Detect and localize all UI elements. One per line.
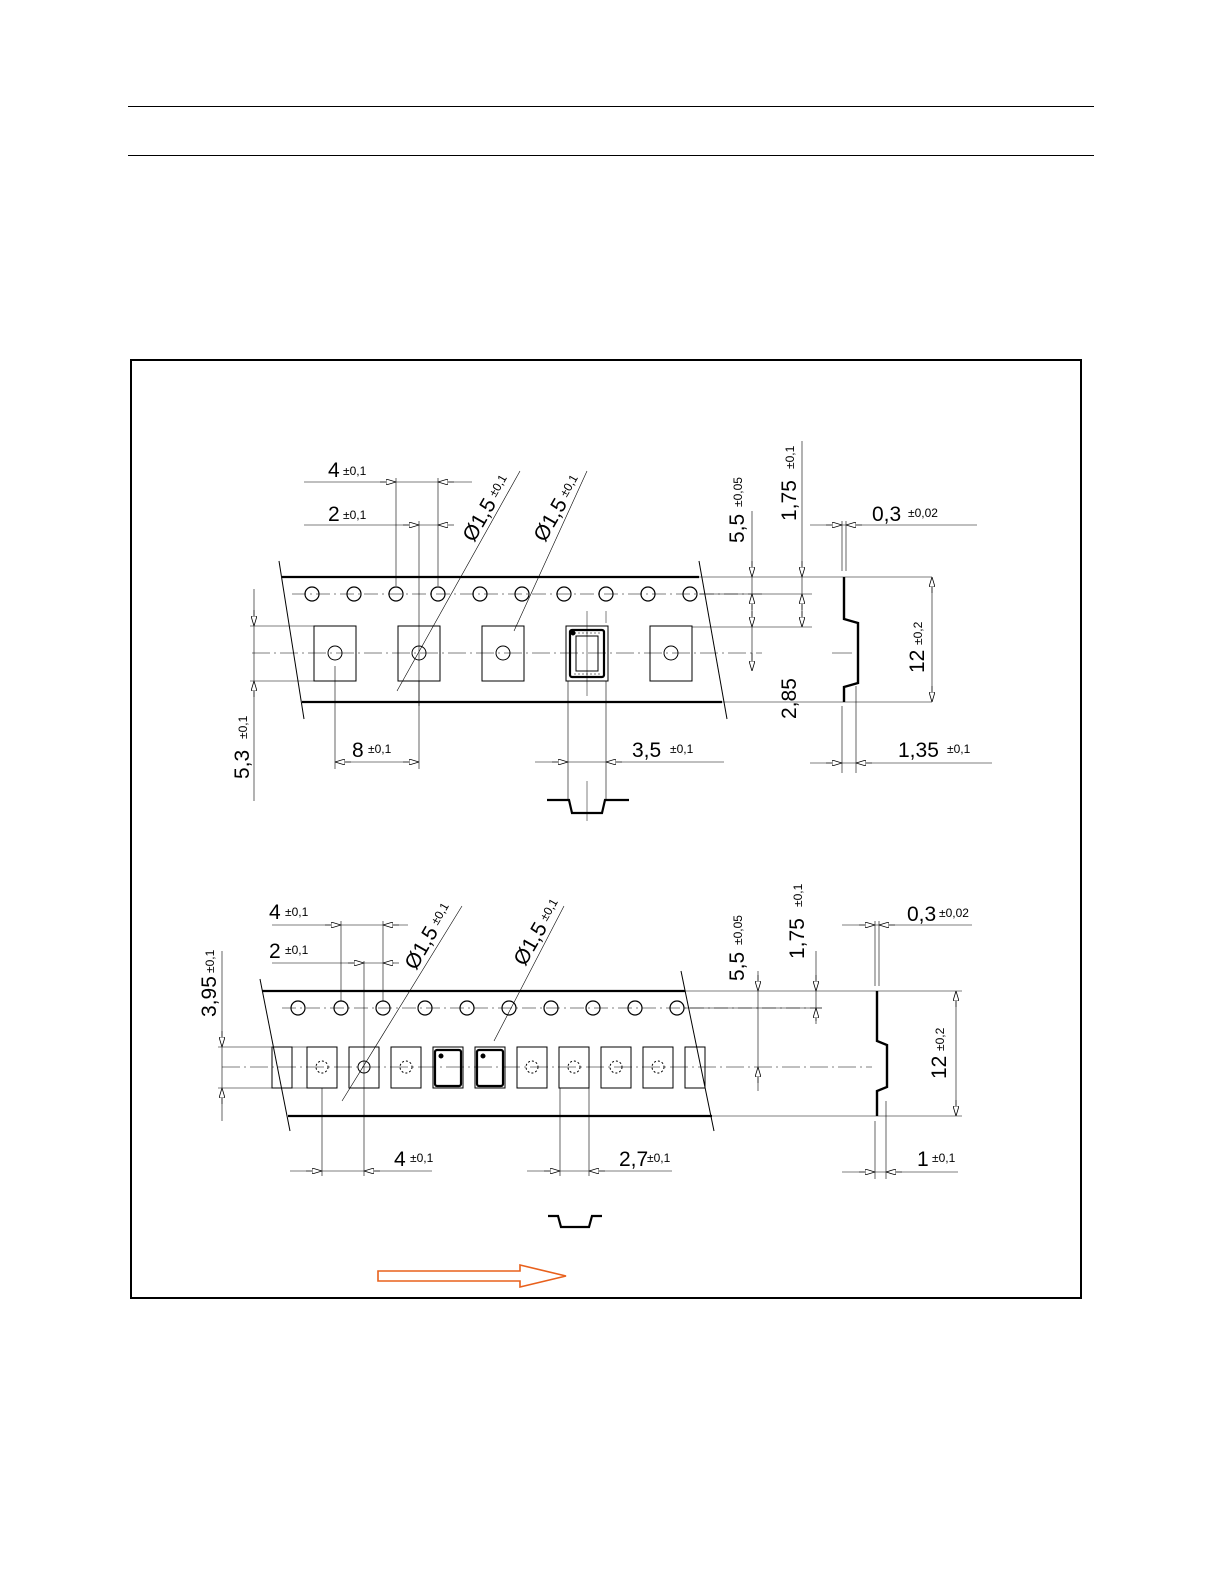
top-pocket-depth-value: 1,35 <box>898 739 939 762</box>
top-tape <box>250 441 992 821</box>
bottom-edge-hole-value: 1,75 <box>786 918 809 959</box>
top-dimension-labels: 4 ±0,1 2 ±0,1 Ø1,5 ±0,1 Ø1,5 ±0,1 5,5 ±0… <box>231 445 971 779</box>
bottom-offset-tol: ±0,1 <box>285 943 309 957</box>
bottom-pitch-value: 4 <box>269 901 281 924</box>
bottom-pocket-length-tol: ±0,1 <box>203 949 217 973</box>
top-hole-dia-2-tol: ±0,1 <box>557 472 581 499</box>
top-edge-hole-tol: ±0,1 <box>783 445 797 469</box>
top-tape-width-tol: ±0,2 <box>911 621 925 645</box>
bottom-pocket-pitch-tol: ±0,1 <box>410 1151 434 1165</box>
bottom-hole-dia-1-tol: ±0,1 <box>428 900 452 927</box>
top-thickness-tol: ±0,02 <box>908 506 938 520</box>
top-thickness-value: 0,3 <box>872 503 901 526</box>
bottom-tape <box>218 906 972 1227</box>
bottom-hole-dia-1-value: Ø1,5 <box>400 923 443 974</box>
bottom-pitch-tol: ±0,1 <box>285 905 309 919</box>
top-offset-tol: ±0,1 <box>343 508 367 522</box>
bottom-pocket-depth-tol: ±0,1 <box>932 1151 956 1165</box>
header-rule-bottom <box>128 155 1094 156</box>
bottom-pocket-length-value: 3,95 <box>198 976 221 1017</box>
bottom-hole-dia-2-value: Ø1,5 <box>509 919 552 970</box>
feed-direction-arrow-icon <box>378 1265 566 1287</box>
tape-drawing-frame: 4 ±0,1 2 ±0,1 Ø1,5 ±0,1 Ø1,5 ±0,1 5,5 ±0… <box>130 359 1082 1299</box>
top-row-distance-value: 5,5 <box>726 514 749 543</box>
top-pitch-tol: ±0,1 <box>343 464 367 478</box>
top-pocket-width-value: 3,5 <box>632 739 661 762</box>
top-pocket-pitch-tol: ±0,1 <box>368 742 392 756</box>
bottom-pocket-depth-value: 1 <box>917 1148 929 1171</box>
top-row-distance-tol: ±0,05 <box>731 477 745 507</box>
bottom-thickness-tol: ±0,02 <box>939 906 969 920</box>
top-tape-width-value: 12 <box>906 650 929 673</box>
top-pitch-value: 4 <box>328 459 340 482</box>
bottom-tape-width-tol: ±0,2 <box>933 1027 947 1051</box>
top-hole-dia-2-value: Ø1,5 <box>529 495 572 546</box>
bottom-thickness-value: 0,3 <box>907 903 936 926</box>
top-pocket-length-value: 5,3 <box>231 750 254 779</box>
top-pocket-pitch-value: 8 <box>352 739 364 762</box>
top-depth-side-value: 2,85 <box>778 678 801 719</box>
top-hole-dia-1-value: Ø1,5 <box>458 495 501 546</box>
top-pocket-depth-tol: ±0,1 <box>947 742 971 756</box>
bottom-tape-width-value: 12 <box>928 1056 951 1079</box>
bottom-pocket-width-value: 2,7 <box>619 1148 648 1171</box>
bottom-row-distance-tol: ±0,05 <box>731 915 745 945</box>
top-offset-value: 2 <box>328 503 340 526</box>
top-pocket-width-tol: ±0,1 <box>670 742 694 756</box>
bottom-offset-value: 2 <box>269 940 281 963</box>
bottom-edge-hole-tol: ±0,1 <box>791 883 805 907</box>
top-pocket-length-tol: ±0,1 <box>236 715 250 739</box>
bottom-dimension-labels: 4 ±0,1 2 ±0,1 Ø1,5 ±0,1 Ø1,5 ±0,1 5,5 ±0… <box>198 883 969 1171</box>
top-edge-hole-value: 1,75 <box>778 480 801 521</box>
bottom-pocket-pitch-value: 4 <box>394 1148 406 1171</box>
bottom-pocket-width-tol: ±0,1 <box>647 1151 671 1165</box>
bottom-row-distance-value: 5,5 <box>726 952 749 981</box>
tape-drawing: 4 ±0,1 2 ±0,1 Ø1,5 ±0,1 Ø1,5 ±0,1 5,5 ±0… <box>132 361 1079 1296</box>
header-rule-top <box>128 106 1094 107</box>
